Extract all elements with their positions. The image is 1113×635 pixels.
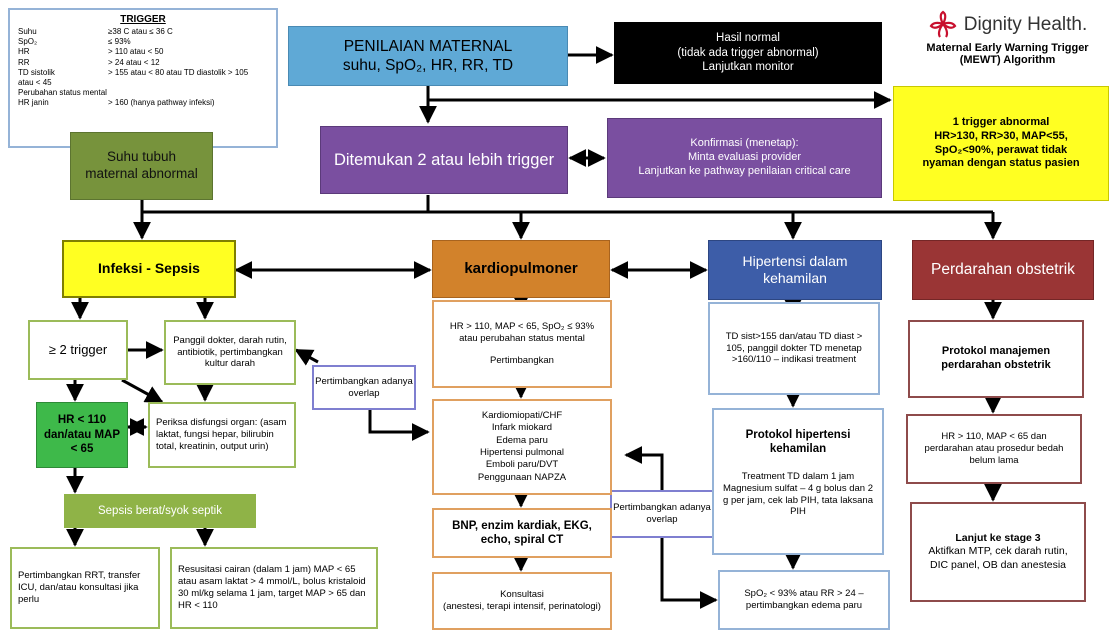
diagnosis-item: Emboli paru/DVT: [485, 459, 559, 471]
confirm-box: Konfirmasi (menetap): Minta evaluasi pro…: [607, 118, 882, 198]
hypertension-criteria-box: TD sist>155 dan/atau TD diast > 105, pan…: [708, 302, 880, 395]
hemorrhage-protocol-box: Protokol manajemen perdarahan obstetrik: [908, 320, 1084, 398]
legend-row: Perubahan status mental: [18, 88, 107, 98]
cardio-consult-box: Konsultasi (anestesi, terapi intensif, p…: [432, 572, 612, 630]
two-trigger-box: ≥ 2 trigger: [28, 320, 128, 380]
hemorrhage-criteria-box: HR > 110, MAP < 65 dan perdarahan atau p…: [906, 414, 1082, 484]
rrt-box: Pertimbangkan RRT, transfer ICU, dan/ata…: [10, 547, 160, 629]
cardio-criteria-box: HR > 110, MAP < 65, SpO₂ ≤ 93% atau peru…: [432, 300, 612, 388]
stage3-box: Lanjut ke stage 3 Aktifkan MTP, cek dara…: [910, 502, 1086, 602]
logo-brand: Dignity Health.: [963, 14, 1088, 35]
cardio-diagnosis-list: Kardiomiopati/CHF Infark miokard Edema p…: [432, 399, 612, 495]
legend-row: SpO₂≤ 93%: [18, 37, 131, 47]
legend-row: TD sistolik> 155 atau < 80 atau TD diast…: [18, 67, 249, 77]
cardio-tests-box: BNP, enzim kardiak, EKG, echo, spiral CT: [432, 508, 612, 558]
trigger-legend: TRIGGER Suhu≥38 C atau ≤ 36 C SpO₂≤ 93% …: [8, 8, 278, 148]
legend-row: HR janin> 160 (hanya pathway infeksi): [18, 98, 215, 108]
maternal-assessment-box: PENILAIAN MATERNAL suhu, SpO₂, HR, RR, T…: [288, 26, 568, 86]
diagnosis-item: Kardiomiopati/CHF: [481, 409, 563, 421]
logo-subtitle: Maternal Early Warning Trigger: [926, 42, 1089, 54]
two-triggers-box: Ditemukan 2 atau lebih trigger: [320, 126, 568, 194]
dignity-health-logo: Dignity Health. Maternal Early Warning T…: [905, 10, 1110, 85]
legend-row: RR> 24 atau < 12: [18, 57, 160, 67]
category-infection: Infeksi - Sepsis: [62, 240, 236, 298]
category-hemorrhage: Perdarahan obstetrik: [912, 240, 1094, 300]
hr-map-box: HR < 110 dan/atau MAP < 65: [36, 402, 128, 468]
legend-row: atau < 45: [18, 77, 52, 87]
category-hypertension: Hipertensi dalam kehamilan: [708, 240, 882, 300]
one-trigger-box: 1 trigger abnormal HR>130, RR>30, MAP<55…: [893, 86, 1109, 201]
logo-subtitle: (MEWT) Algorithm: [959, 54, 1056, 66]
overlap-note-right: Pertimbangkan adanya overlap: [610, 490, 714, 538]
organ-dysfunction-box: Periksa disfungsi organ: (asam laktat, f…: [148, 402, 296, 468]
legend-row: Suhu≥38 C atau ≤ 36 C: [18, 26, 173, 36]
diagnosis-item: Edema paru: [496, 434, 548, 446]
legend-row: HR> 110 atau < 50: [18, 47, 164, 57]
abnormal-temp-box: Suhu tubuh maternal abnormal: [70, 132, 213, 200]
call-doctor-box: Panggil dokter, darah rutin, antibiotik,…: [164, 320, 296, 385]
legend-title: TRIGGER: [120, 14, 166, 25]
category-cardiopulmonary: kardiopulmoner: [432, 240, 610, 298]
spo2-edema-box: SpO₂ < 93% atau RR > 24 – pertimbangkan …: [718, 570, 890, 630]
diagnosis-item: Penggunaan NAPZA: [477, 471, 567, 483]
severe-sepsis-box: Sepsis berat/syok septik: [64, 494, 256, 528]
flower-logo-icon: [929, 10, 957, 38]
overlap-note-left: Pertimbangkan adanya overlap: [312, 365, 416, 410]
diagnosis-item: Infark miokard: [491, 422, 553, 434]
diagnosis-item: Hipertensi pulmonal: [480, 447, 564, 458]
resuscitation-box: Resusitasi cairan (dalam 1 jam) MAP < 65…: [170, 547, 378, 629]
hypertension-protocol-box: Protokol hipertensi kehamilan Treatment …: [712, 408, 884, 555]
normal-result-box: Hasil normal (tidak ada trigger abnormal…: [614, 22, 882, 84]
